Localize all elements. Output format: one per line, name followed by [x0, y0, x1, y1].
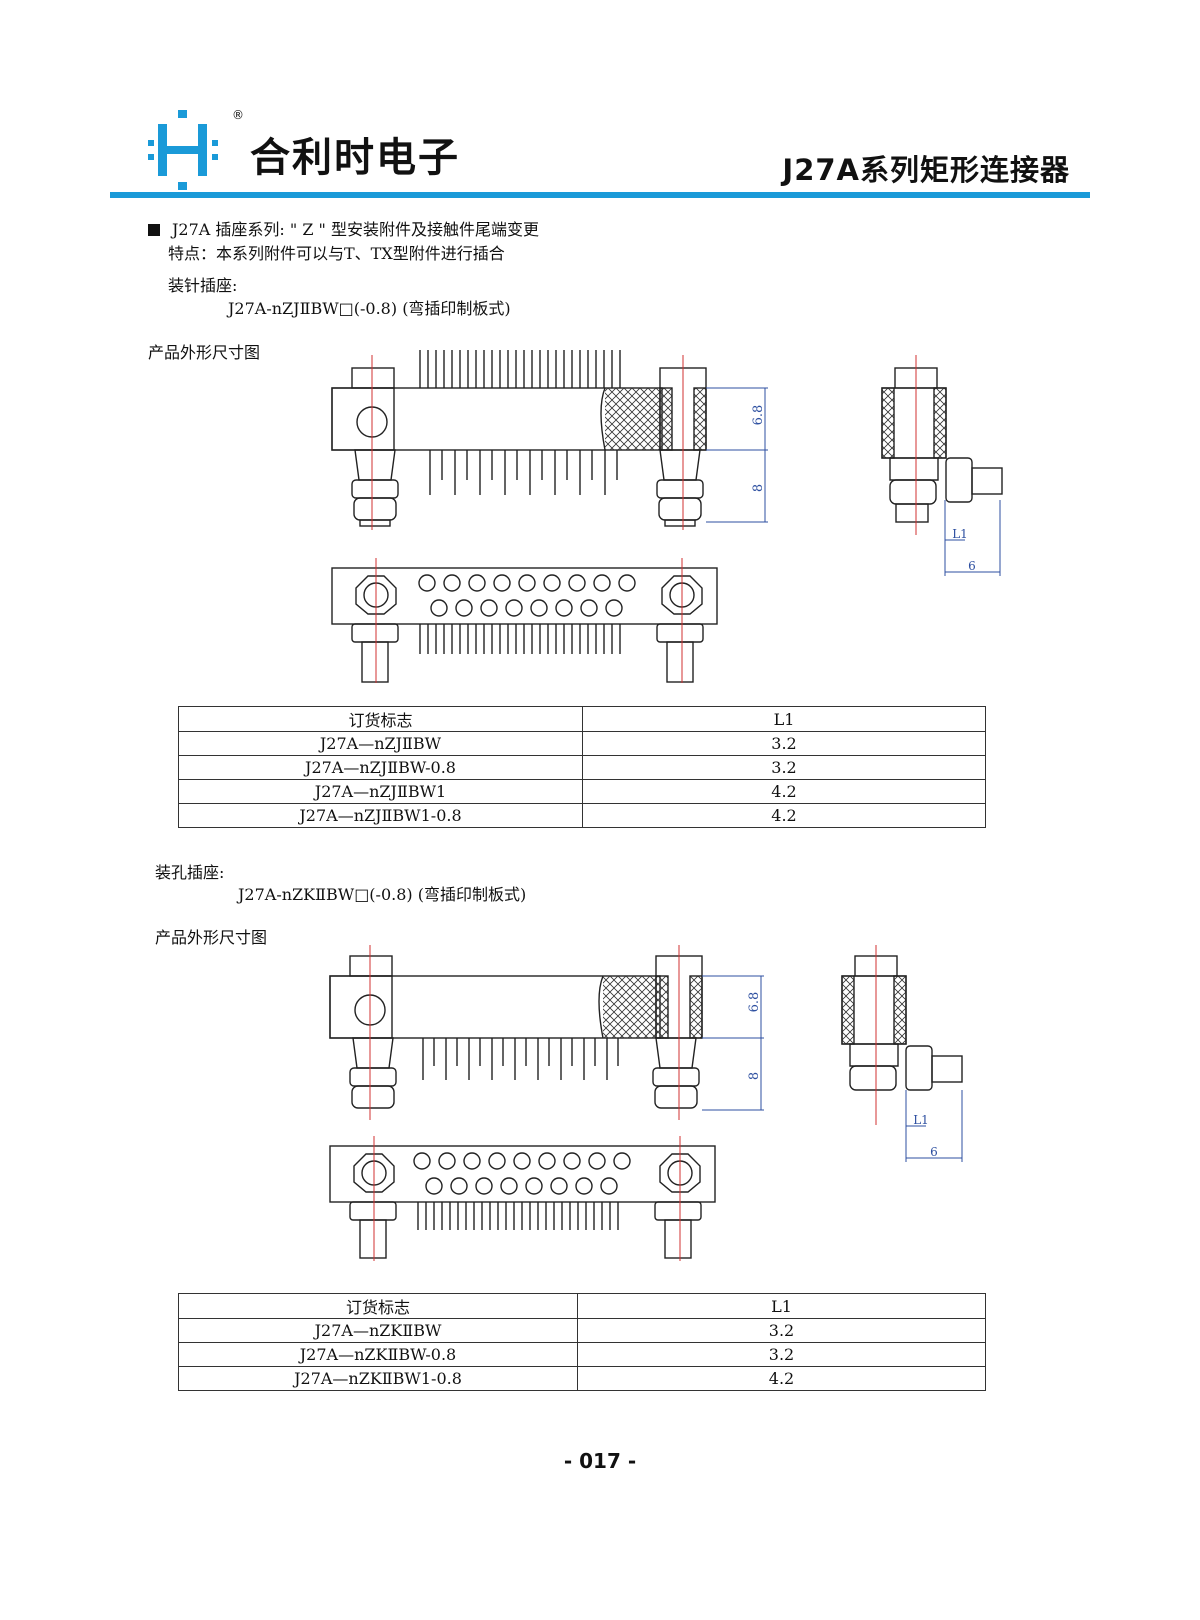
- brand-name: 合利时电子: [250, 135, 460, 181]
- pin-socket-drawing: 6.8 8: [331, 350, 1003, 683]
- page-number: - 017 -: [563, 1449, 637, 1473]
- dim-6-8: 6.8: [751, 405, 766, 426]
- top-pin-row: [419, 350, 621, 388]
- contact-row-upper: [418, 574, 636, 592]
- pin-socket-order-table: 订货标志 L1 J27A—nZJⅡBW 3.2 J27A—nZJⅡBW-0.8 …: [178, 706, 986, 828]
- dim-l1: L1: [913, 1113, 929, 1127]
- intro-line-1: J27A 插座系列: " Z " 型安装附件及接触件尾端变更: [148, 220, 539, 239]
- table-cell: 3.2: [582, 755, 986, 780]
- pin-socket-side-view: [881, 355, 1003, 576]
- dim-6-8: 6.8: [747, 992, 762, 1013]
- table-cell: J27A—nZKⅡBW1-0.8: [178, 1366, 578, 1391]
- contact-row-lower: [430, 599, 623, 617]
- hole-socket-model: J27A-nZKⅡBW□(-0.8) (弯插印制板式): [238, 885, 527, 904]
- table-row: J27A—nZJⅡBW1-0.8 4.2: [178, 803, 986, 828]
- dim-6: 6: [968, 559, 976, 573]
- table-cell: 4.2: [582, 803, 986, 828]
- table-header-row: 订货标志 L1: [178, 706, 986, 732]
- table-header-row: 订货标志 L1: [178, 1293, 986, 1319]
- pin-socket-heading: 装针插座:: [168, 276, 238, 295]
- table-row: J27A—nZKⅡBW1-0.8 4.2: [178, 1366, 986, 1391]
- dim-8: 8: [747, 1072, 762, 1080]
- table-cell: 4.2: [582, 779, 986, 804]
- table-cell: J27A—nZJⅡBW: [178, 731, 583, 756]
- dim-6: 6: [930, 1145, 938, 1159]
- hole-socket-heading: 装孔插座:: [155, 863, 225, 882]
- table-cell: J27A—nZJⅡBW1: [178, 779, 583, 804]
- table-cell: 3.2: [577, 1318, 986, 1343]
- table-row: J27A—nZKⅡBW-0.8 3.2: [178, 1342, 986, 1367]
- pin-socket-model: J27A-nZJⅡBW□(-0.8) (弯插印制板式): [228, 299, 511, 318]
- table-row: J27A—nZKⅡBW 3.2: [178, 1318, 986, 1343]
- intro-line-2: 特点：本系列附件可以与T、TX型附件进行插合: [168, 244, 505, 263]
- table-cell: 4.2: [577, 1366, 986, 1391]
- table-cell: 3.2: [577, 1342, 986, 1367]
- hole-socket-order-table: 订货标志 L1 J27A—nZKⅡBW 3.2 J27A—nZKⅡBW-0.8 …: [178, 1293, 986, 1391]
- table-cell: J27A—nZJⅡBW1-0.8: [178, 803, 583, 828]
- table-cell: J27A—nZKⅡBW-0.8: [178, 1342, 578, 1367]
- lower-pin-row: [429, 450, 618, 495]
- table-cell: J27A—nZKⅡBW: [178, 1318, 578, 1343]
- hole-socket-drawing-label: 产品外形尺寸图: [155, 928, 268, 947]
- table-row: J27A—nZJⅡBW-0.8 3.2: [178, 755, 986, 780]
- table-cell: J27A—nZJⅡBW-0.8: [178, 755, 583, 780]
- series-title: J27A系列矩形连接器: [782, 153, 1070, 187]
- table-header-cell: 订货标志: [178, 706, 583, 732]
- table-header-cell: L1: [577, 1293, 986, 1319]
- table-row: J27A—nZJⅡBW1 4.2: [178, 779, 986, 804]
- company-logo-icon: [148, 110, 218, 190]
- header-rule: [110, 192, 1090, 198]
- hole-socket-drawing: 6.8 8 L1 6: [329, 945, 963, 1261]
- table-row: J27A—nZJⅡBW 3.2: [178, 731, 986, 756]
- registered-mark: ®: [232, 108, 244, 122]
- dim-l1: L1: [952, 527, 968, 541]
- bullet-square-icon: [148, 224, 160, 236]
- pin-socket-drawing-label: 产品外形尺寸图: [148, 343, 261, 362]
- table-header-cell: 订货标志: [178, 1293, 578, 1319]
- table-cell: 3.2: [582, 731, 986, 756]
- pin-socket-bottom-view: [331, 558, 718, 683]
- dim-8: 8: [751, 484, 766, 492]
- table-header-cell: L1: [582, 706, 986, 732]
